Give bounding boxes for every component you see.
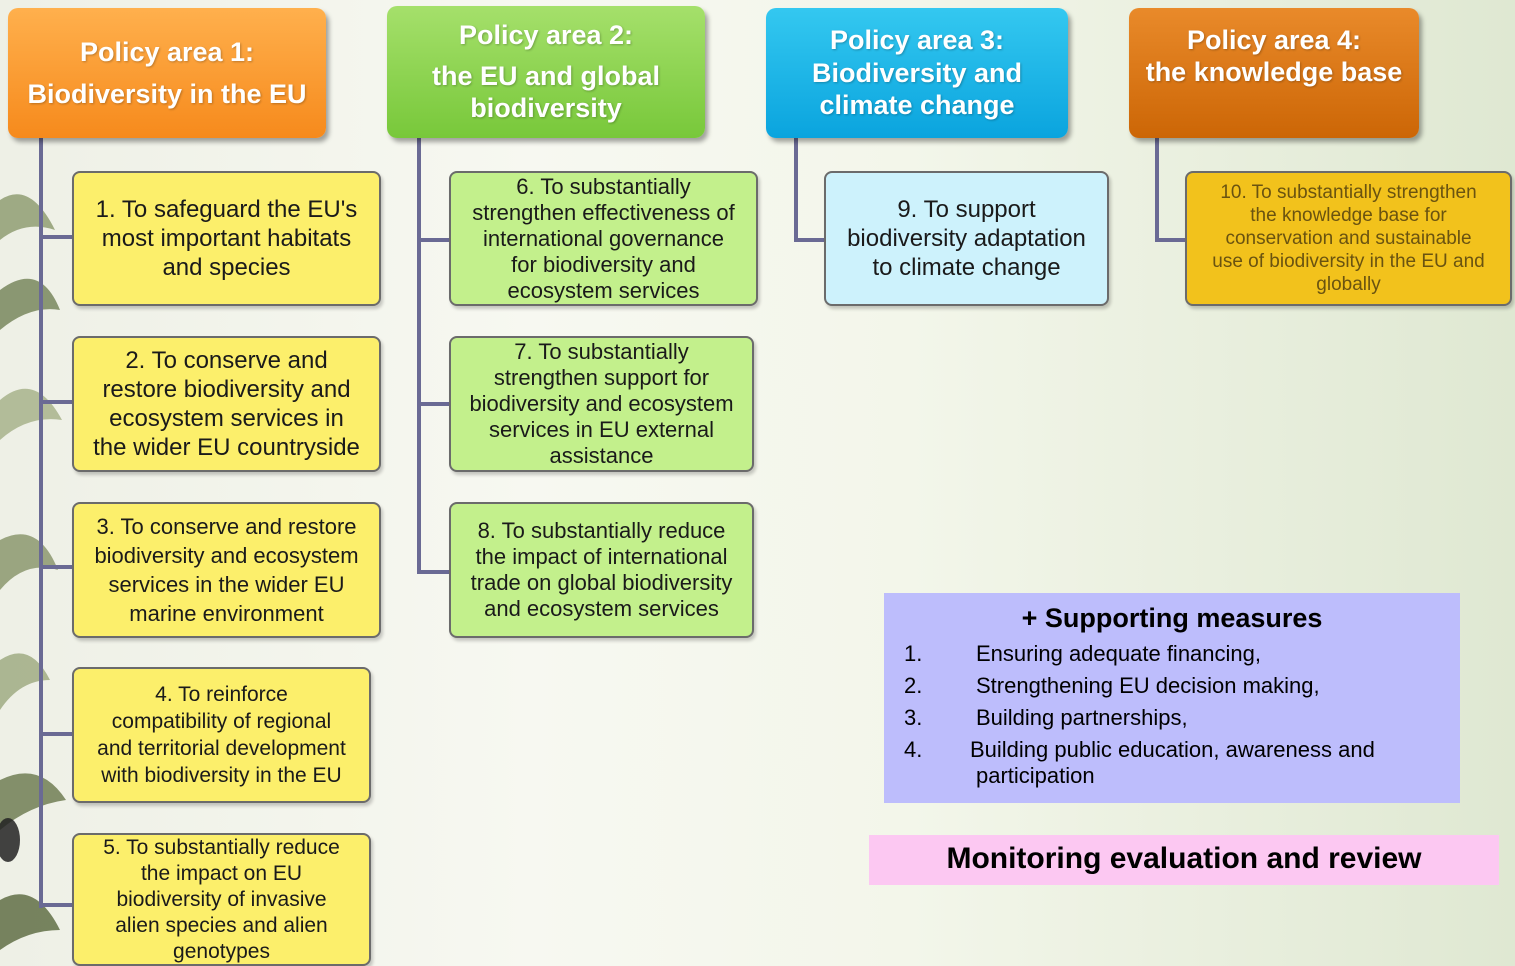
goal-5: 5. To substantially reduce the impact on… [72, 833, 371, 966]
goal-9: 9. To support biodiversity adaptation to… [824, 171, 1109, 306]
supporting-measure-2: 2. Strengthening EU decision making, [904, 673, 1440, 699]
supporting-measure-1-number: 1. [904, 641, 923, 666]
connector-area1-trunk [39, 138, 43, 908]
goal-10-line-3: conservation and sustainable [1225, 228, 1472, 249]
goal-9-line-3: to climate change [872, 254, 1061, 281]
supporting-measure-4: 4. Building public education, awareness … [904, 737, 1440, 789]
goal-7-line-2: strengthen support for [493, 365, 710, 390]
goal-6-line-1: 6. To substantially [516, 173, 691, 199]
connector-goal7 [417, 402, 451, 406]
supporting-measure-1-text: Ensuring adequate financing, [976, 641, 1261, 666]
supporting-measures-box: + Supporting measures 1. Ensuring adequa… [884, 593, 1460, 803]
goal-5-line-3: biodiversity of invasive [116, 887, 327, 911]
goal-7-line-1: 7. To substantially [514, 339, 689, 364]
goal-6: 6. To substantially strengthen effective… [449, 171, 758, 306]
goal-2-line-1: 2. To conserve and [125, 347, 328, 374]
goal-3-line-3: services in the wider EU [108, 572, 345, 597]
goal-4-line-4: with biodiversity in the EU [101, 764, 342, 787]
supporting-measure-3: 3. Building partnerships, [904, 705, 1440, 731]
goal-6-line-4: for biodiversity and [511, 251, 696, 277]
supporting-measure-3-text: Building partnerships, [976, 705, 1188, 730]
connector-goal3 [39, 565, 75, 569]
connector-area3-trunk [794, 138, 798, 242]
policy-area-2: Policy area 2: the EU and global biodive… [387, 6, 705, 138]
connector-goal5 [39, 903, 75, 907]
goal-2: 2. To conserve and restore biodiversity … [72, 336, 381, 472]
supporting-measure-4-text-line-2: participation [976, 763, 1095, 788]
goal-5-line-5: genotypes [173, 939, 270, 963]
policy-area-3: Policy area 3: Biodiversity and climate … [766, 8, 1068, 138]
policy-area-1: Policy area 1: Biodiversity in the EU [8, 8, 326, 138]
goal-3-line-4: marine environment [129, 601, 324, 626]
goal-1-line-3: and species [162, 254, 291, 281]
goal-8-line-2: the impact of international [475, 544, 728, 569]
supporting-measure-4-text-line-1: Building public education, awareness and [970, 737, 1375, 762]
goal-6-line-2: strengthen effectiveness of [472, 199, 735, 225]
goal-10: 10. To substantially strengthen the know… [1185, 171, 1512, 306]
goal-3-line-2: biodiversity and ecosystem [94, 543, 359, 568]
plant-foliage-decoration [0, 194, 66, 950]
goal-5-line-4: alien species and alien [115, 913, 328, 937]
policy-area-2-line-1: Policy area 2: [458, 20, 634, 51]
goal-1-line-1: 1. To safeguard the EU's [95, 196, 358, 223]
goal-9-line-2: biodiversity adaptation [847, 225, 1086, 252]
policy-area-2-line-3: biodiversity [470, 93, 622, 124]
goal-6-line-5: ecosystem services [507, 277, 700, 303]
policy-area-1-line-2: Biodiversity in the EU [27, 79, 307, 109]
goal-4-line-1: 4. To reinforce [155, 683, 288, 706]
supporting-measure-1: 1. Ensuring adequate financing, [904, 641, 1440, 667]
goal-2-line-4: the wider EU countryside [93, 434, 360, 461]
supporting-measure-4-number: 4. [904, 737, 923, 762]
goal-8-line-1: 8. To substantially reduce [477, 518, 726, 543]
policy-area-2-line-2: the EU and global [431, 60, 660, 91]
connector-goal6 [417, 238, 451, 242]
connector-goal4 [39, 732, 75, 736]
policy-area-3-line-3: climate change [819, 90, 1015, 121]
goal-9-line-1: 9. To support [897, 196, 1036, 223]
goal-5-line-1: 5. To substantially reduce [103, 835, 340, 859]
connector-goal2 [39, 400, 75, 404]
connector-goal9 [794, 238, 826, 242]
supporting-measure-3-number: 3. [904, 705, 923, 730]
goal-1-line-2: most important habitats [101, 225, 352, 252]
monitoring-evaluation-box: Monitoring evaluation and review [869, 835, 1499, 885]
policy-area-4-line-2: the knowledge base [1145, 57, 1403, 88]
connector-goal8 [417, 570, 451, 574]
connector-goal1 [39, 235, 75, 239]
goal-4-line-2: compatibility of regional [111, 710, 332, 733]
goal-7-line-4: services in EU external [489, 417, 714, 442]
goal-8: 8. To substantially reduce the impact of… [449, 502, 754, 638]
connector-area2-trunk [417, 138, 421, 574]
goal-10-line-5: globally [1316, 274, 1381, 295]
policy-area-1-line-1: Policy area 1: [79, 36, 255, 67]
goal-10-line-1: 10. To substantially strengthen [1220, 182, 1477, 203]
goal-1: 1. To safeguard the EU's most important … [72, 171, 381, 306]
goal-4-line-3: and territorial development [97, 737, 346, 760]
connector-area4-trunk [1155, 138, 1159, 242]
goal-6-line-3: international governance [483, 225, 724, 251]
policy-area-4: Policy area 4: the knowledge base [1129, 8, 1419, 138]
policy-area-3-line-2: Biodiversity and [811, 57, 1023, 88]
supporting-measures-title: + Supporting measures [1021, 603, 1323, 633]
goal-10-line-2: the knowledge base for [1250, 205, 1447, 226]
supporting-measure-2-number: 2. [904, 673, 923, 698]
goal-5-line-2: the impact on EU [140, 861, 303, 885]
policy-area-4-line-1: Policy area 4: [1186, 25, 1362, 55]
goal-8-line-4: and ecosystem services [484, 596, 719, 621]
goal-2-line-3: ecosystem services in [109, 405, 344, 432]
policy-area-3-line-1: Policy area 3: [829, 25, 1005, 56]
goal-7: 7. To substantially strengthen support f… [449, 336, 754, 472]
goal-10-line-4: use of biodiversity in the EU and [1212, 251, 1485, 272]
goal-7-line-3: biodiversity and ecosystem [469, 391, 734, 416]
goal-8-line-3: trade on global biodiversity [470, 570, 733, 595]
goal-7-line-5: assistance [549, 443, 654, 468]
connector-goal10 [1155, 238, 1187, 242]
goal-3: 3. To conserve and restore biodiversity … [72, 502, 381, 638]
goal-4: 4. To reinforce compatibility of regiona… [72, 667, 371, 803]
goal-2-line-2: restore biodiversity and [102, 376, 351, 403]
supporting-measure-2-text: Strengthening EU decision making, [976, 673, 1320, 698]
goal-3-line-1: 3. To conserve and restore [96, 514, 357, 539]
